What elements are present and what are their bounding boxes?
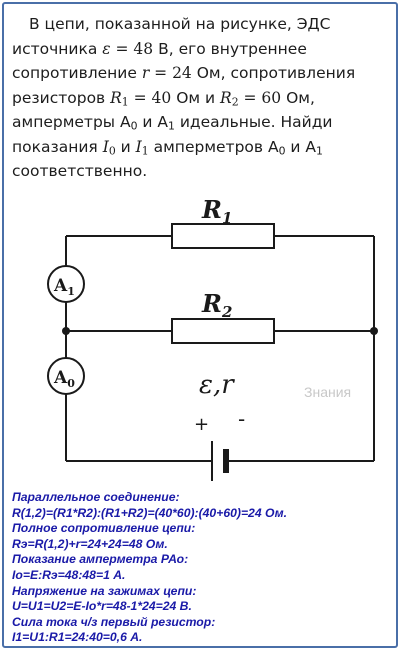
ammeter-a1 <box>47 265 85 303</box>
solution-line: Полное сопротивление цепи: <box>12 521 196 536</box>
problem-line-3: сопротивление r = 24 Ом, сопротивления <box>12 64 356 82</box>
watermark-text: Знания <box>304 384 351 400</box>
ammeter-a1-label: A1 <box>53 276 75 298</box>
resistor-r2 <box>171 318 275 344</box>
junction-left <box>62 327 70 335</box>
battery-plus-sign: + <box>194 414 209 435</box>
problem-line-5: амперметры А0 и А1 идеальные. Найди <box>12 113 333 133</box>
solution-line: R(1,2)=(R1*R2):(R1+R2)=(40*60):(40+60)=2… <box>12 505 288 520</box>
ammeter-a0-label: A0 <box>53 368 75 390</box>
problem-line-4: резисторов R1 = 40 Ом и R2 = 60 Ом, <box>12 88 315 109</box>
r1-label: R1 <box>201 195 232 227</box>
problem-line-1: В цепи, показанной на рисунке, ЭДС <box>29 15 331 33</box>
problem-line-2: источника ε = 48 В, его внутреннее <box>12 39 307 58</box>
battery-negative-plate <box>223 449 229 473</box>
solution-line: Io=E:Rэ=48:48=1 А. <box>12 567 126 582</box>
solution-line: Сила тока ч/з первый резистор: <box>12 614 216 629</box>
solution-line: I1=U1:R1=24:40=0,6 А. <box>12 630 143 645</box>
problem-text: В цепи, показанной на рисунке, ЭДС источ… <box>12 12 392 184</box>
solution-line: Напряжение на зажимах цепи: <box>12 583 197 598</box>
r2-label: R2 <box>201 289 232 321</box>
problem-line-7: соответственно. <box>12 162 148 180</box>
circuit-diagram: Знания R1 R2 A1 A0 <box>47 195 378 481</box>
solution-text: Параллельное соединение: R(1,2)=(R1*R2):… <box>12 490 392 646</box>
junction-right <box>370 327 378 335</box>
problem-line-6: показания I0 и I1 амперметров А0 и А1 <box>12 137 323 158</box>
solution-line: U=U1=U2=E-Io*r=48-1*24=24 В. <box>12 599 192 614</box>
battery-minus-sign: - <box>238 407 245 431</box>
source-label: ε,r <box>199 370 235 400</box>
ammeter-a0 <box>47 357 85 395</box>
solution-line: Параллельное соединение: <box>12 490 180 504</box>
circuit-wires <box>65 235 375 462</box>
solution-line: Показание амперметра РАо: <box>12 552 189 567</box>
resistor-r1 <box>171 223 275 249</box>
solution-line: Rэ=R(1,2)+r=24+24=48 Ом. <box>12 536 168 551</box>
